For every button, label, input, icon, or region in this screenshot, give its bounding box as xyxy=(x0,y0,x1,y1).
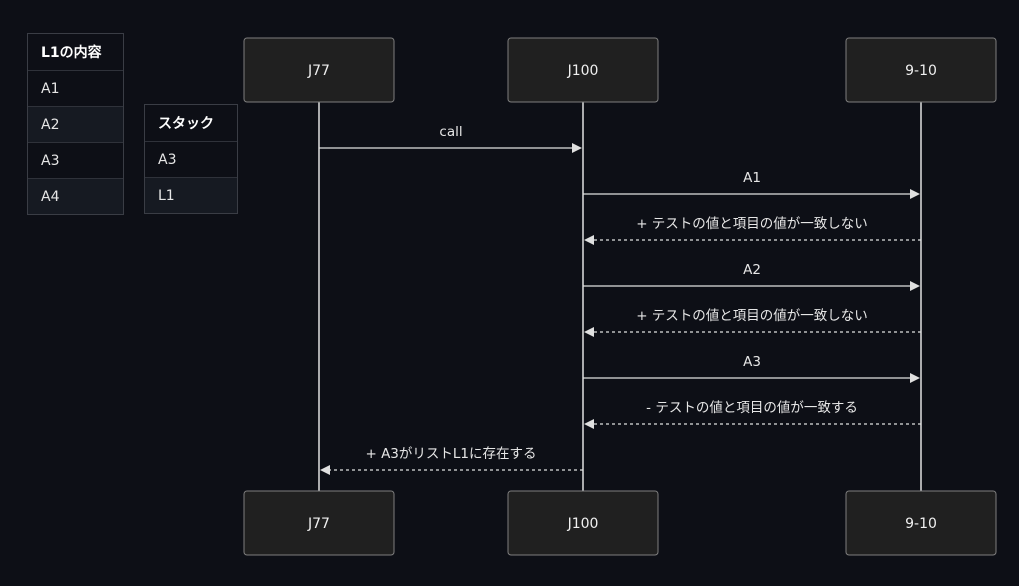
message-arrowhead-3 xyxy=(584,235,594,245)
message-arrowhead-2 xyxy=(910,189,920,199)
message-label-3: + テストの値と項目の値が一致しない xyxy=(636,216,868,232)
participant-box-bottom-p910 xyxy=(845,490,997,556)
stack-table-row: L1 xyxy=(145,177,237,213)
l1-contents-table: L1の内容 A1 A2 A3 A4 xyxy=(27,33,124,215)
participant-label-bottom-j77: J77 xyxy=(307,516,330,532)
message-arrowhead-4 xyxy=(910,281,920,291)
participant-box-top-j77 xyxy=(243,37,395,103)
message-label-7: - テストの値と項目の値が一致する xyxy=(646,400,858,416)
message-label-1: call xyxy=(439,124,462,140)
participant-box-top-j100 xyxy=(507,37,659,103)
l1-table-row: A1 xyxy=(28,70,123,106)
stack-table-header: スタック xyxy=(158,116,214,132)
l1-table-row: A2 xyxy=(28,106,123,142)
message-label-2: A1 xyxy=(743,170,761,186)
participant-label-bottom-j100: J100 xyxy=(567,516,599,532)
participant-label-bottom-p910: 9-10 xyxy=(905,516,937,532)
message-label-8: + A3がリストL1に存在する xyxy=(365,446,536,462)
participant-box-bottom-j100 xyxy=(507,490,659,556)
l1-table-header: L1の内容 xyxy=(41,45,102,61)
message-arrowhead-1 xyxy=(572,143,582,153)
message-arrowhead-8 xyxy=(320,465,330,475)
message-arrowhead-6 xyxy=(910,373,920,383)
participant-box-bottom-j77 xyxy=(243,490,395,556)
participant-label-top-j77: J77 xyxy=(307,63,330,79)
stack-table: スタック A3 L1 xyxy=(144,104,238,214)
l1-table-row: A4 xyxy=(28,178,123,214)
message-label-4: A2 xyxy=(743,262,761,278)
stack-table-row: A3 xyxy=(145,141,237,177)
message-label-5: + テストの値と項目の値が一致しない xyxy=(636,308,868,324)
message-arrowhead-5 xyxy=(584,327,594,337)
participant-box-top-p910 xyxy=(845,37,997,103)
participant-label-top-j100: J100 xyxy=(567,63,599,79)
participant-label-top-p910: 9-10 xyxy=(905,63,937,79)
l1-table-row: A3 xyxy=(28,142,123,178)
message-label-6: A3 xyxy=(743,354,761,370)
message-arrowhead-7 xyxy=(584,419,594,429)
